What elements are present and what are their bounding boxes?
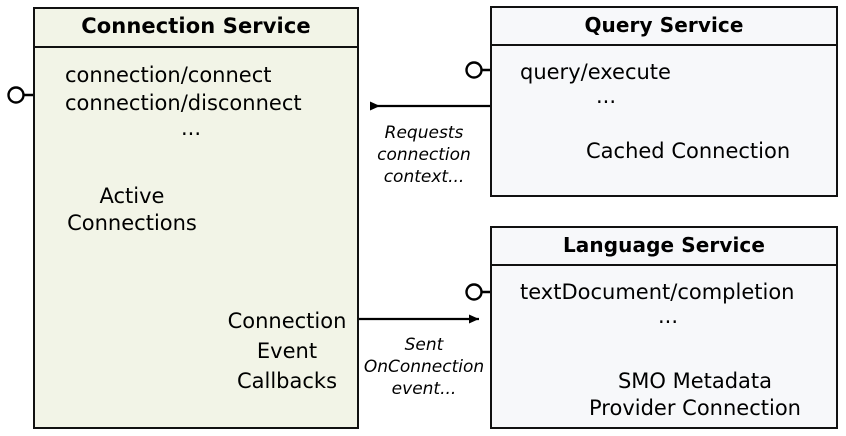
connection-service-api-list: connection/connect connection/disconnect… xyxy=(65,61,317,142)
active-connections-label-line1: Active xyxy=(99,184,165,208)
edge-label-top-line2: connection xyxy=(377,145,471,165)
language-service-body: textDocument/completion ... SMO Metadata… xyxy=(492,266,836,427)
api-query-execute[interactable]: query/execute xyxy=(520,60,671,84)
edge-label-bottom-line1: Sent xyxy=(404,335,444,355)
component-query-service[interactable]: Query Service query/execute ... Cached C… xyxy=(490,6,838,197)
callbacks-label-line2: Event xyxy=(256,339,318,363)
api-connection-disconnect[interactable]: connection/disconnect xyxy=(65,91,302,115)
query-service-title: Query Service xyxy=(492,8,836,46)
callbacks-label-line1: Connection xyxy=(227,309,347,333)
query-service-api-list: query/execute ... xyxy=(520,58,692,110)
language-service-title: Language Service xyxy=(492,228,836,266)
query-service-body: query/execute ... Cached Connection xyxy=(492,46,836,195)
component-connection-service[interactable]: Connection Service connection/connect co… xyxy=(33,7,359,429)
edge-label-top-line1: Requests xyxy=(384,123,464,143)
smo-metadata-label-line1: SMO Metadata xyxy=(617,369,773,393)
smo-metadata-label-line2: Provider Connection xyxy=(589,396,801,420)
api-connection-connect[interactable]: connection/connect xyxy=(65,63,272,87)
cached-connection-label: Cached Connection xyxy=(586,139,791,163)
connection-event-callbacks-label: Connection Event Callbacks xyxy=(207,306,367,396)
connection-service-body: connection/connect connection/disconnect… xyxy=(35,48,357,427)
edge-label-sent-onconnection-event: Sent OnConnection event... xyxy=(359,334,489,400)
language-service-api-ellipsis: ... xyxy=(657,304,679,328)
connection-service-title: Connection Service xyxy=(35,9,357,48)
edge-label-requests-connection-context: Requests connection context... xyxy=(359,122,489,188)
smo-metadata-provider-label: SMO Metadata Provider Connection xyxy=(582,368,808,422)
edge-label-bottom-line2: OnConnection xyxy=(363,357,485,377)
language-service-api-list: textDocument/completion ... xyxy=(520,278,816,330)
callbacks-label-line3: Callbacks xyxy=(236,369,338,393)
connection-service-api-ellipsis: ... xyxy=(180,116,202,140)
active-connections-label-line2: Connections xyxy=(67,211,197,235)
api-textdocument-completion[interactable]: textDocument/completion xyxy=(520,280,795,304)
component-language-service[interactable]: Language Service textDocument/completion… xyxy=(490,226,838,429)
edge-label-top-line3: context... xyxy=(383,167,465,187)
active-connections-label: Active Connections xyxy=(52,183,212,237)
query-service-api-ellipsis: ... xyxy=(595,84,617,108)
edge-label-bottom-line3: event... xyxy=(391,379,457,399)
